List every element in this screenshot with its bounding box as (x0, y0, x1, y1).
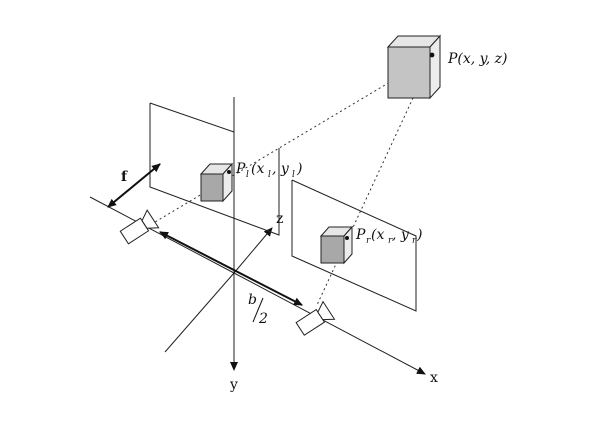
right-coords-c: ) (416, 227, 422, 243)
baseline-numerator: b (248, 292, 257, 308)
right-coords-sub-a: r (388, 236, 393, 246)
left-camera-icon (119, 209, 160, 245)
right-coords-b: , y (392, 227, 410, 243)
left-coords-a: (x (251, 161, 264, 177)
x-axis-negative (89, 196, 235, 274)
left-image-point-cube (199, 162, 234, 203)
baseline-denominator: 2 (258, 311, 268, 327)
x-axis-label: x (430, 370, 438, 386)
baseline-fraction-slash (252, 297, 264, 323)
left-image-plane-top (149, 102, 235, 133)
right-camera-icon (295, 300, 336, 336)
left-point-label: P (235, 161, 246, 177)
right-image-point-label: P r (x r , y r ) (355, 227, 422, 246)
baseline-label: b 2 (248, 292, 268, 327)
world-point-label: P(x, y, z) (447, 51, 507, 67)
y-axis-label: y (229, 377, 238, 393)
z-axis-label: z (276, 211, 283, 227)
left-coords-b: , y (272, 161, 290, 177)
right-image-point-cube (319, 225, 354, 265)
right-coords-a: (x (371, 227, 384, 243)
z-axis (233, 227, 273, 274)
focal-length-arrow (107, 163, 161, 208)
left-image-point-label: P l (x l , y l ) (235, 161, 302, 180)
right-coords-sub-b: r (412, 236, 417, 246)
left-coords-c: ) (296, 161, 302, 177)
left-coords-sub-b: l (292, 170, 295, 180)
baseline-arrow (159, 231, 303, 306)
right-point-subscript: r (366, 236, 371, 246)
left-image-plane (149, 103, 280, 236)
focal-length-label: f (121, 169, 128, 185)
left-point-subscript: l (246, 170, 249, 180)
z-axis-negative (164, 272, 235, 353)
left-coords-sub-a: l (268, 170, 271, 180)
world-point-cube (386, 34, 442, 100)
right-point-label: P (355, 227, 366, 243)
right-image-plane (291, 179, 417, 312)
